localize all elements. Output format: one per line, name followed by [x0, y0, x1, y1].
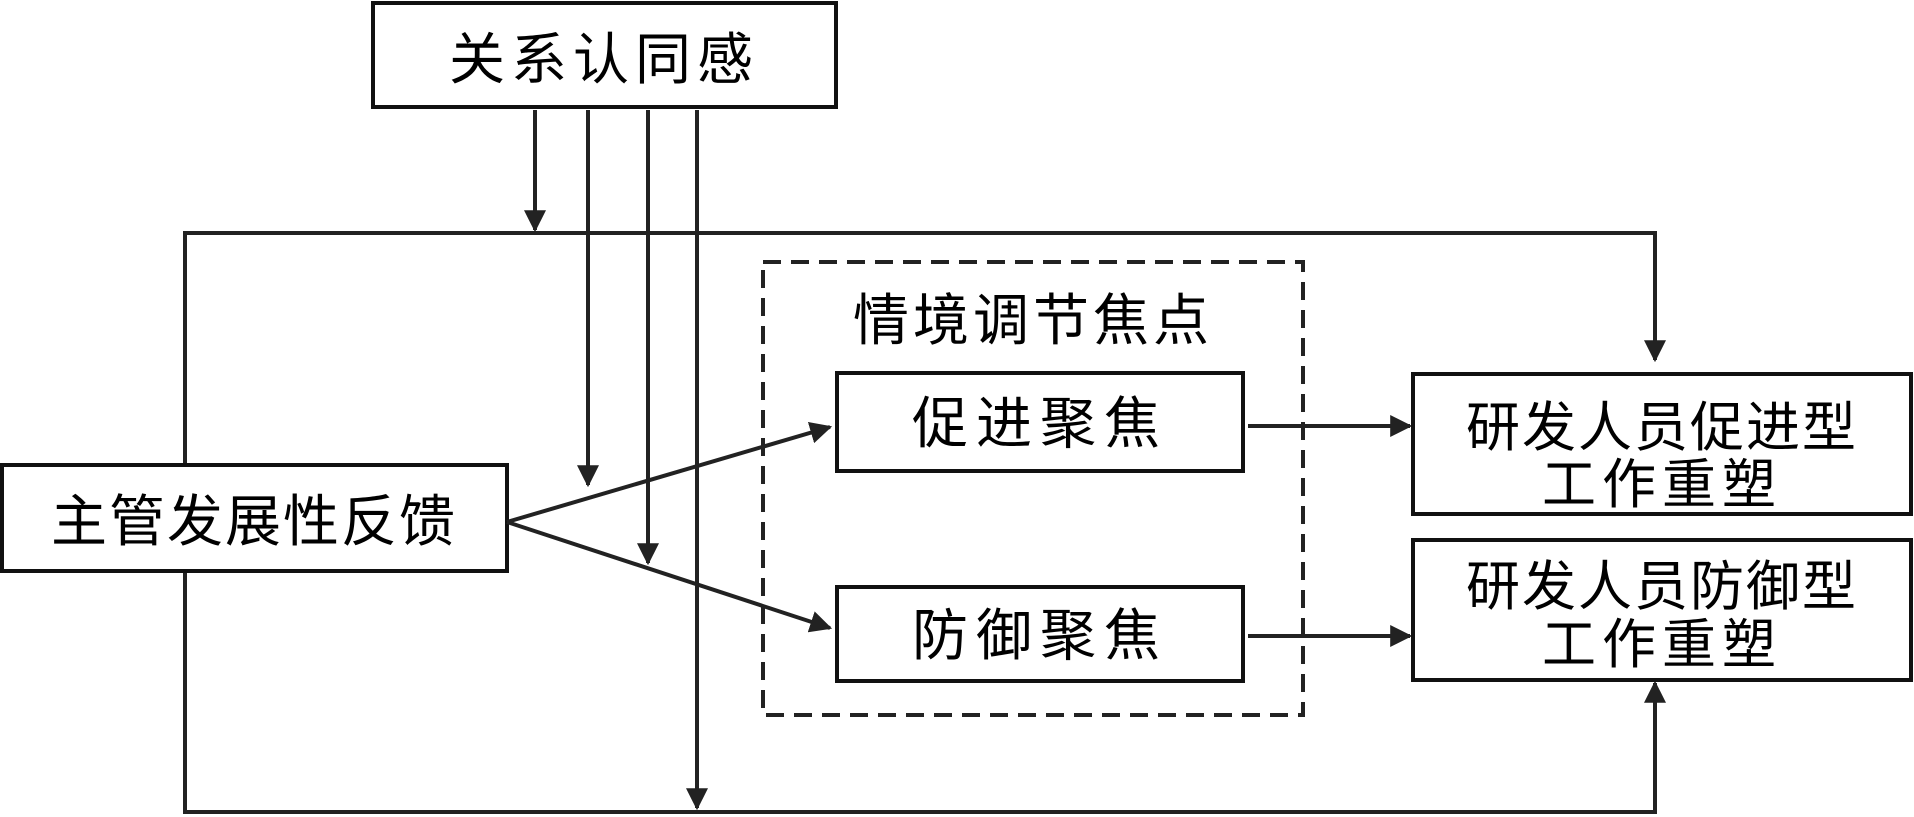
prevention-focus-node: 防御聚焦	[835, 585, 1245, 683]
direct-path-bottom	[183, 572, 1666, 814]
independent-node: 主管发展性反馈	[0, 463, 509, 573]
arrow-feedback-to-promotion	[506, 422, 833, 524]
outcome-prevention-line1: 研发人员防御型	[1466, 555, 1858, 618]
moderation-arrows	[524, 110, 708, 811]
independent-label: 主管发展性反馈	[51, 490, 457, 555]
arrow-feedback-to-prevention	[506, 520, 833, 633]
outcome-promotion-line1: 研发人员促进型	[1466, 396, 1858, 459]
promotion-focus-node: 促进聚焦	[835, 371, 1245, 473]
mediator-group: 情境调节焦点	[761, 260, 1305, 717]
promotion-focus-label: 促进聚焦	[912, 392, 1168, 457]
outcome-prevention-line2: 工作重塑	[1542, 613, 1782, 676]
mediator-group-label: 情境调节焦点	[853, 289, 1213, 354]
outcome-prevention-node: 研发人员防御型 工作重塑	[1411, 538, 1913, 682]
outcome-promotion-line2: 工作重塑	[1542, 453, 1782, 516]
direct-effect-frame	[183, 231, 1666, 814]
prevention-focus-label: 防御聚焦	[912, 604, 1168, 669]
path-arrows	[506, 415, 1413, 647]
direct-path-top	[183, 231, 1666, 465]
outcome-promotion-node: 研发人员促进型 工作重塑	[1411, 372, 1913, 516]
moderator-node: 关系认同感	[371, 1, 838, 109]
moderator-label: 关系认同感	[449, 28, 759, 93]
